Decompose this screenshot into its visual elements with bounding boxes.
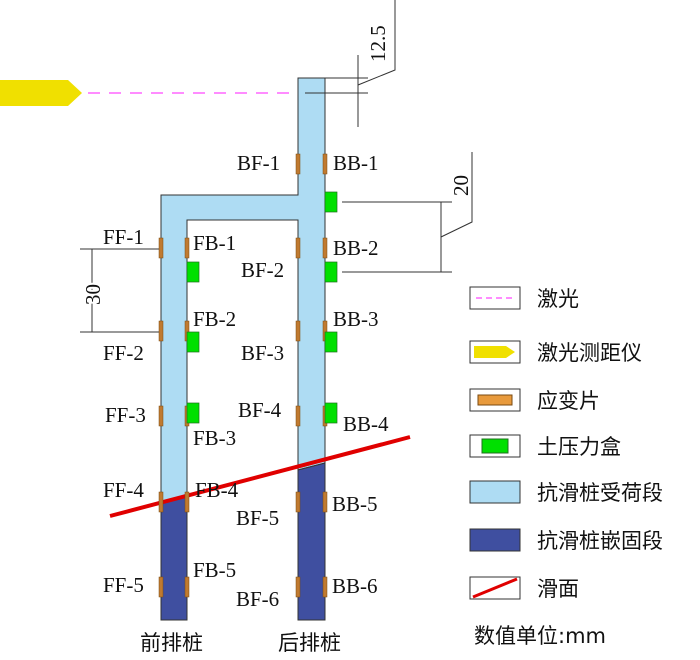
unit-note: 数值单位:mm — [474, 624, 606, 648]
front-pile-label: 前排桩 — [140, 631, 203, 655]
front-pile-embedded-section — [160, 496, 188, 621]
legend-strain-gauge: 应变片 — [537, 389, 600, 413]
back-pile-label: 后排桩 — [278, 631, 341, 655]
gauge-label: BB-5 — [332, 492, 378, 516]
strain-gauges — [158, 153, 328, 598]
gauge-label: BB-3 — [333, 307, 379, 331]
gauge-label: BF-1 — [237, 151, 280, 175]
back-pile-embedded-section — [297, 462, 326, 621]
gauge-label: BB-6 — [332, 574, 378, 598]
gauge-label: FB-3 — [193, 426, 236, 450]
gauge-label: FF-2 — [103, 341, 144, 365]
legend: 激光 激光测距仪 应变片 土压力盒 抗滑桩受荷段 抗滑桩嵌固段 滑面 数值单位:… — [469, 286, 663, 648]
legend-rangefinder: 激光测距仪 — [537, 341, 642, 365]
dimension-top-label: 12.5 — [366, 25, 390, 62]
gauge-label: FB-1 — [193, 231, 236, 255]
gauge-label: BB-4 — [343, 412, 389, 436]
gauge-label: BB-1 — [333, 151, 379, 175]
gauge-label: BF-5 — [236, 506, 279, 530]
gauge-label: FF-5 — [103, 573, 144, 597]
legend-slip-surface: 滑面 — [537, 577, 579, 601]
gauge-label: FB-2 — [193, 307, 236, 331]
gauge-label: BF-3 — [241, 341, 284, 365]
legend-loaded-section: 抗滑桩受荷段 — [537, 481, 663, 505]
gauge-label: FF-4 — [103, 478, 144, 502]
dimension-spacing — [80, 248, 160, 333]
legend-pressure-cell: 土压力盒 — [537, 435, 621, 459]
pressure-cells — [186, 191, 338, 424]
dimension-top — [305, 0, 396, 127]
gauge-label: BB-2 — [333, 236, 379, 260]
pile-frame-loaded-section — [160, 77, 326, 504]
dimension-beam-label: 20 — [449, 175, 473, 196]
dimension-beam — [342, 152, 473, 273]
gauge-label: FB-5 — [193, 558, 236, 582]
legend-laser: 激光 — [537, 287, 579, 311]
gauge-label: BF-2 — [241, 258, 284, 282]
laser-rangefinder-icon — [0, 80, 82, 106]
legend-embedded-section: 抗滑桩嵌固段 — [537, 529, 663, 553]
gauge-label: FB-4 — [195, 478, 239, 502]
gauge-label: BF-4 — [238, 398, 282, 422]
gauge-labels: BF-1 BB-1 FF-1 FB-1 BF-2 BB-2 FF-2 FB-2 … — [103, 151, 389, 611]
gauge-label: BF-6 — [236, 587, 279, 611]
gauge-label: FF-3 — [105, 403, 146, 427]
dimension-spacing-label: 30 — [81, 284, 105, 305]
gauge-label: FF-1 — [103, 225, 144, 249]
